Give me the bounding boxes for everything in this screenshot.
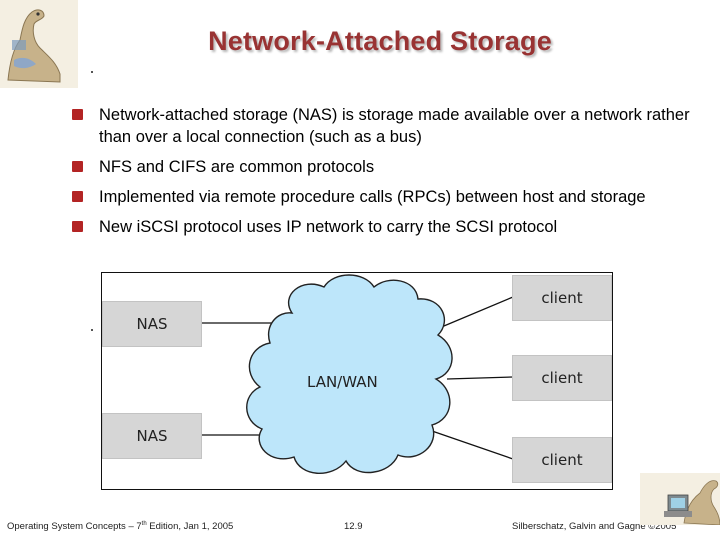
- client-box: client: [512, 437, 612, 483]
- bullet-text: New iSCSI protocol uses IP network to ca…: [99, 218, 558, 236]
- connector-line: [431, 430, 514, 460]
- nas-label: NAS: [136, 427, 168, 445]
- bullet-square-icon: [72, 221, 83, 232]
- footer-book-suffix: Edition, Jan 1, 2005: [146, 521, 234, 533]
- client-label: client: [541, 369, 583, 387]
- footer-copyright: Silberschatz, Galvin and Gagne ©2005: [512, 521, 677, 532]
- diagram-lines: [202, 274, 514, 475]
- footer-book-prefix: Operating System Concepts – 7: [7, 521, 142, 533]
- bullet-item: New iSCSI protocol uses IP network to ca…: [72, 216, 692, 238]
- decorative-dot: [91, 71, 93, 73]
- bullet-square-icon: [72, 109, 83, 120]
- client-box: client: [512, 275, 612, 321]
- connector-line: [446, 376, 514, 380]
- footer-book-sup: th: [141, 521, 147, 527]
- bullet-text: Network-attached storage (NAS) is storag…: [99, 106, 690, 146]
- client-box: client: [512, 355, 612, 401]
- dinosaur-computer-logo-icon: [640, 473, 720, 525]
- footer-page-number: 12.9: [344, 521, 363, 532]
- dinosaur-logo-icon: [0, 0, 78, 88]
- bullet-text: Implemented via remote procedure calls (…: [99, 188, 646, 206]
- network-label: LAN/WAN: [307, 373, 378, 391]
- bullet-item: Network-attached storage (NAS) is storag…: [72, 104, 692, 148]
- bullet-square-icon: [72, 161, 83, 172]
- lan-wan-cloud: [246, 274, 453, 475]
- client-label: client: [541, 451, 583, 469]
- nas-label: NAS: [136, 315, 168, 333]
- bullet-item: NFS and CIFS are common protocols: [72, 156, 692, 178]
- bullet-text: NFS and CIFS are common protocols: [99, 158, 375, 176]
- connector-line: [431, 296, 514, 332]
- nas-box: NAS: [102, 413, 202, 459]
- bullet-item: Implemented via remote procedure calls (…: [72, 186, 692, 208]
- bullet-square-icon: [72, 191, 83, 202]
- nas-box: NAS: [102, 301, 202, 347]
- bullet-list: Network-attached storage (NAS) is storag…: [72, 104, 692, 246]
- decorative-dot: [91, 329, 93, 331]
- nas-network-diagram: NAS NAS client client client LAN/WAN: [101, 272, 613, 490]
- client-label: client: [541, 289, 583, 307]
- footer-book-title: Operating System Concepts – 7th Edition,…: [7, 521, 233, 532]
- slide-title: Network-Attached Storage: [208, 26, 552, 56]
